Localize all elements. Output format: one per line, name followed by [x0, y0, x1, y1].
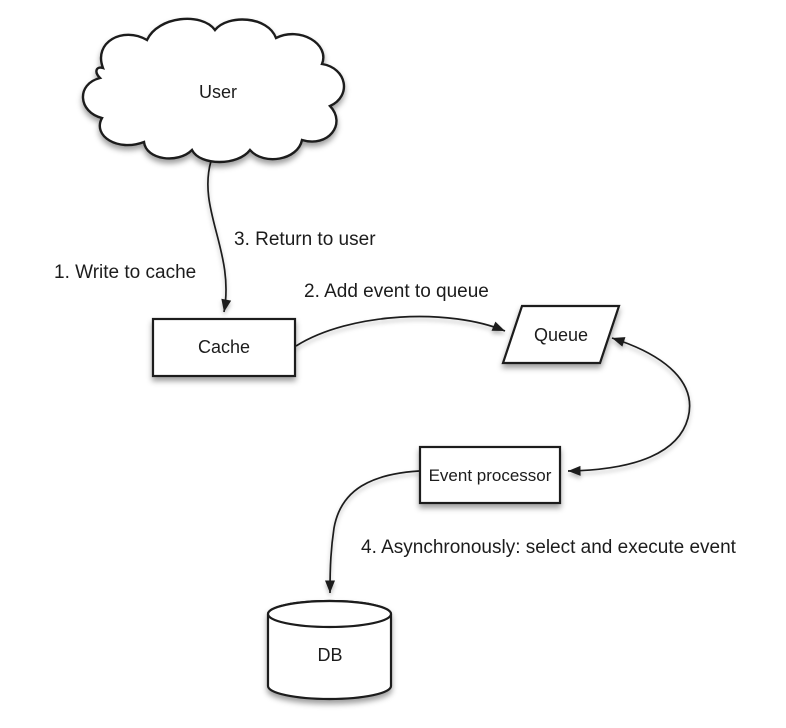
arrow-queue-event-processor [567, 337, 691, 476]
arrow-cache-to-queue [295, 315, 506, 347]
cache-box-shape [151, 317, 297, 378]
db-cylinder-shape [266, 599, 393, 701]
queue-label: Queue [533, 325, 589, 345]
arrow-user-to-cache [207, 160, 232, 313]
step1-write-to-cache-label: 1. Write to cache [54, 262, 197, 283]
cache-label: Cache [197, 337, 251, 357]
arrow-event-processor-to-db [325, 470, 420, 594]
event-processor-box-shape [418, 445, 562, 505]
step2-add-event-to-queue-label: 2. Add event to queue [304, 281, 489, 302]
step3-return-to-user-label: 3. Return to user [234, 229, 376, 250]
user-label: User [198, 82, 237, 102]
queue-parallelogram-shape [501, 304, 621, 365]
user-cloud-shape [81, 17, 346, 164]
db-label: DB [317, 645, 343, 665]
step4-asynchronously-label: 4. Asynchronously: select and execute ev… [361, 537, 736, 558]
event-processor-label: Event processor [428, 466, 552, 485]
